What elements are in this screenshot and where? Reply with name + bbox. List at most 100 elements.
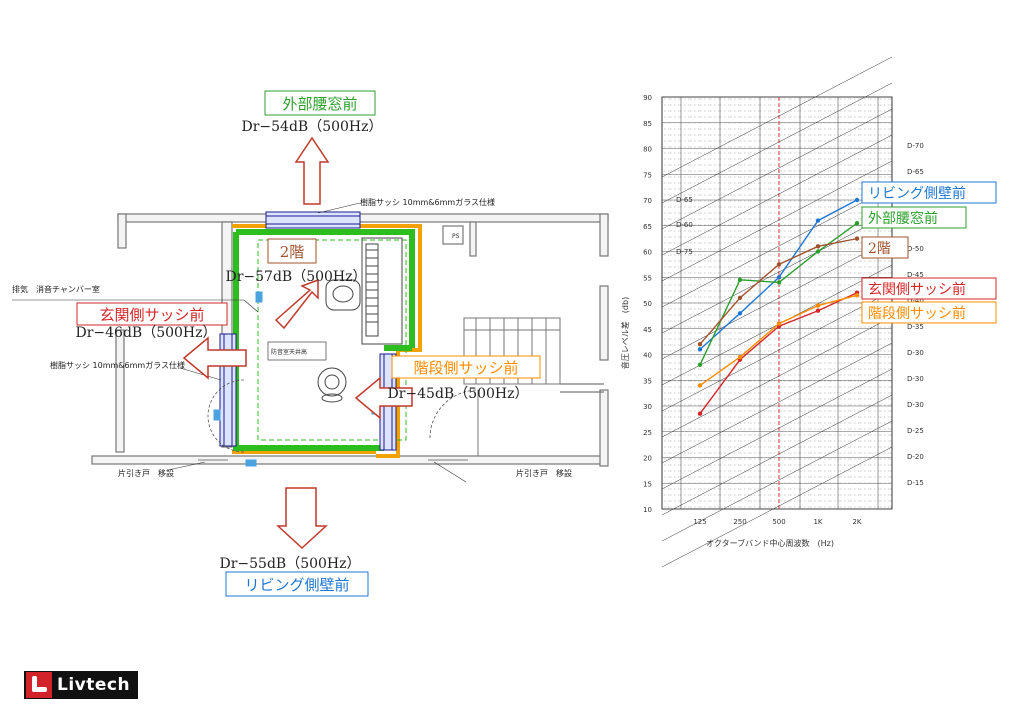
d-curve-label: D-45: [907, 271, 924, 279]
y-tick-label: 80: [643, 146, 652, 154]
bottom-label: リビング側壁前: [244, 576, 349, 594]
d-curve-line: [661, 368, 893, 490]
series-point: [737, 311, 743, 316]
right-label-box: [391, 355, 541, 379]
d-curve-label: D-15: [907, 479, 924, 487]
x-tick-label: 500: [772, 518, 785, 526]
inner-d-label: D-60: [676, 221, 693, 229]
y-tick-label: 15: [643, 480, 652, 488]
d-curve-line: [661, 108, 893, 230]
arrow-down-icon: [276, 487, 328, 550]
top-sash: [265, 211, 361, 229]
arrow-up-icon: [294, 136, 330, 205]
top-label: 外部腰窓前: [282, 95, 357, 113]
soundproof-room-wall: [233, 229, 415, 451]
y-tick-label: 70: [643, 197, 652, 205]
top-sash-note: 樹脂サッシ 10mm&6mmガラス仕様: [360, 197, 495, 207]
inner-d-label: D-65: [676, 196, 693, 204]
y-tick-label: 90: [643, 94, 652, 102]
d-curve-label: D-30: [907, 375, 924, 383]
left-sash-note: 樹脂サッシ 10mm&6mmガラス仕様: [50, 360, 185, 370]
arrow-left-right-icon: [354, 376, 413, 420]
floor-plan: 防音室天井高 樹脂サッシ 10mm&6mmガラス仕様 樹脂サッシ 10mm&6m…: [12, 90, 609, 597]
logo-mark-icon: [26, 672, 52, 698]
legend-label: リビング側壁前: [868, 185, 966, 202]
d-curve-line: [661, 342, 893, 464]
y-tick-label: 30: [643, 403, 652, 411]
d-curve-label: D-25: [907, 427, 924, 435]
series-point: [854, 293, 860, 298]
x-tick-label: 2K: [852, 518, 861, 526]
d-curve-line: [661, 290, 893, 412]
d-curve-line: [661, 316, 893, 438]
d-curve-label: D-40: [907, 297, 924, 305]
top-label-box: [264, 90, 376, 116]
legend-box: [861, 301, 997, 324]
sound-arrows: [182, 136, 413, 550]
legend-label: 階段側サッシ前: [868, 305, 966, 322]
series-point: [697, 342, 703, 347]
y-tick-label: 25: [643, 429, 652, 437]
d-curve-line: [661, 56, 893, 178]
series-point: [776, 262, 782, 267]
x-axis-label: オクターブバンド中心周波数 (Hz): [706, 538, 834, 548]
d-curve-line: [661, 186, 893, 308]
floor-reading: Dr−57dB（500Hz）: [225, 269, 366, 285]
livtech-logo: Livtech: [24, 671, 138, 699]
y-tick-label: 40: [643, 352, 652, 360]
series-point: [815, 218, 821, 223]
right-reading: Dr−45dB（500Hz）: [387, 386, 528, 402]
y-tick-label: 60: [643, 249, 652, 257]
series-point: [737, 295, 743, 301]
x-tick-label: 125: [693, 518, 706, 526]
arrow-diag-icon: [274, 278, 319, 330]
d-curve-label: D-65: [907, 168, 924, 176]
series-point: [854, 236, 860, 241]
series-point: [815, 303, 821, 308]
series-point: [815, 244, 821, 249]
inner-d-label: D-75: [676, 248, 693, 256]
legend-label: 玄関側サッシ前: [868, 281, 966, 298]
legend-box: [861, 277, 997, 300]
series-point: [697, 383, 703, 388]
exhaust-note: 排気 消音チャンバー室: [12, 284, 100, 294]
y-tick-label: 75: [643, 171, 652, 179]
series-point: [697, 362, 703, 367]
right-label: 階段側サッシ前: [413, 359, 518, 377]
floor-label-box: [267, 238, 317, 264]
floor-label: 2階: [280, 243, 305, 261]
series-point: [815, 249, 821, 254]
piano: [325, 237, 403, 345]
room-tag-box: [267, 341, 327, 361]
y-tick-label: 85: [643, 120, 652, 128]
left-label-box: [76, 302, 228, 326]
d-curve-line: [661, 160, 893, 282]
y-tick-label: 65: [643, 223, 652, 231]
d-curve-line: [661, 446, 893, 568]
series-point: [776, 321, 782, 326]
ps-label: PS: [452, 233, 460, 240]
series-point: [815, 308, 821, 313]
legend-label: 2階: [868, 241, 891, 257]
series-point: [697, 347, 703, 352]
bottom-label-box: [225, 571, 369, 597]
legend-box: [861, 206, 967, 229]
chair: [317, 367, 347, 403]
d-curve-label: D-20: [907, 453, 924, 461]
doors: [198, 379, 479, 461]
x-tick-label: 1K: [813, 518, 822, 526]
series-point: [854, 220, 860, 226]
d-curve-label: D-70: [907, 142, 924, 150]
left-reading: Dr−46dB（500Hz）: [75, 325, 216, 341]
d-curve-line: [661, 212, 893, 334]
legend-box: [861, 236, 909, 259]
logo-text: Livtech: [57, 675, 131, 695]
series-point: [776, 280, 782, 285]
series-point: [737, 354, 743, 360]
arrow-left-icon: [182, 336, 247, 380]
d-curve-label: D-30: [907, 401, 924, 409]
x-tick-label: 250: [733, 518, 746, 526]
y-tick-label: 35: [643, 377, 652, 385]
y-tick-label: 50: [643, 300, 652, 308]
